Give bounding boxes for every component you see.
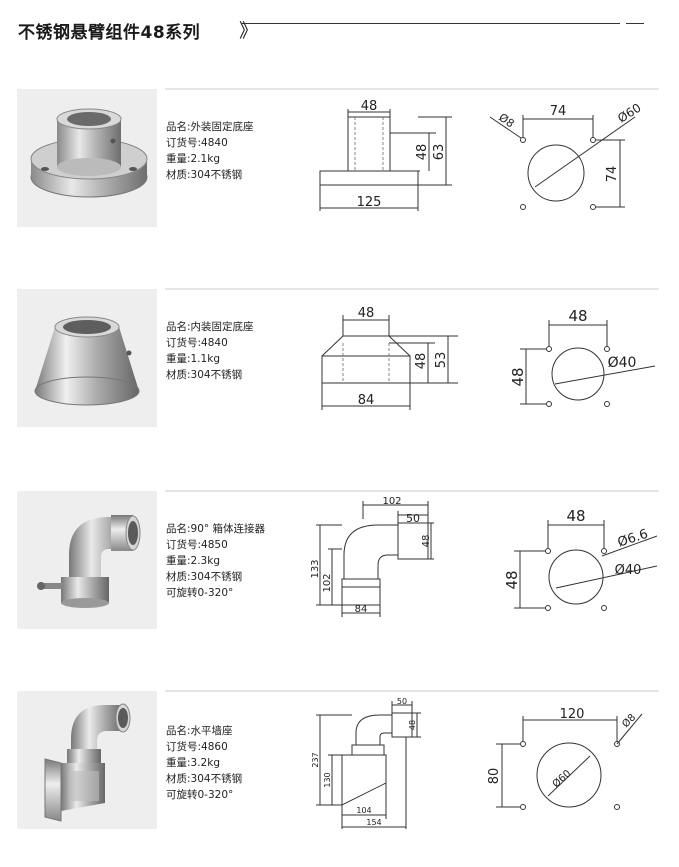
weight: 重量:2.3kg	[166, 555, 220, 567]
dim-label: 104	[356, 806, 371, 815]
product-info-2: 品名:内装固定底座 订货号:4840 重量:1.1kg 材质:304不锈钢	[166, 319, 254, 383]
dim-label: 237	[311, 752, 320, 767]
dim-label: Ø40	[608, 355, 637, 371]
section-divider	[165, 288, 659, 290]
dim-label: 63	[432, 144, 447, 161]
side-view-drawing-2: 48 48 53 84	[321, 306, 458, 410]
header-underline	[242, 23, 620, 24]
dim-label: 48	[415, 144, 430, 161]
dim-label: 80	[487, 768, 502, 785]
product-name: 品名:90° 箱体连接器	[166, 523, 265, 535]
material: 材质:304不锈钢	[166, 169, 243, 181]
weight: 重量:3.2kg	[166, 757, 220, 769]
order-number: 订货号:4840	[166, 137, 228, 149]
product-photo-internal-base	[17, 289, 157, 427]
dim-label: 48	[421, 535, 432, 548]
top-view-drawing-1: Ø8 74 Ø60 74	[489, 101, 644, 210]
weight: 重量:2.1kg	[166, 153, 220, 165]
dim-label: Ø60	[615, 101, 643, 126]
product-photo-horizontal-wall-base	[17, 691, 157, 829]
dim-label: 102	[382, 496, 401, 507]
dim-label: 48	[566, 507, 585, 525]
header-underline-end	[626, 23, 644, 24]
page-title: 不锈钢悬臂组件48系列	[18, 23, 201, 43]
dim-label: 84	[358, 393, 375, 408]
side-view-drawing-4: 50 48 237 130 104 154	[311, 697, 421, 829]
product-name: 品名:外装固定底座	[166, 121, 254, 133]
rotation: 可旋转0-320°	[166, 587, 234, 599]
product-name: 品名:水平墙座	[166, 725, 233, 737]
top-view-drawing-3: 48 Ø6.6 48 Ø40	[503, 507, 658, 611]
dim-label: 48	[568, 307, 587, 325]
product-info-1: 品名:外装固定底座 订货号:4840 重量:2.1kg 材质:304不锈钢	[166, 119, 254, 183]
section-divider	[165, 88, 659, 90]
dim-label: 50	[397, 697, 407, 706]
weight: 重量:1.1kg	[166, 353, 220, 365]
dim-label: Ø8	[496, 111, 516, 131]
dim-label: 120	[560, 707, 585, 722]
dim-label: 48	[361, 99, 378, 114]
top-view-drawing-2: 48 48 Ø40	[509, 307, 656, 407]
side-view-drawing-1: 48 48 63 125	[319, 99, 452, 211]
product-photo-external-base	[17, 89, 157, 227]
product-info-3: 品名:90° 箱体连接器 订货号:4850 重量:2.3kg 材质:304不锈钢…	[166, 521, 265, 601]
dim-label: 84	[355, 604, 368, 615]
rotation: 可旋转0-320°	[166, 789, 234, 801]
dim-label: 74	[550, 104, 567, 119]
dim-label: Ø8	[620, 712, 639, 731]
section-divider	[165, 490, 659, 492]
product-name: 品名:内装固定底座	[166, 321, 254, 333]
dim-label: 48	[509, 367, 527, 386]
material: 材质:304不锈钢	[166, 773, 243, 785]
dim-label: 74	[605, 166, 620, 183]
product-info-4: 品名:水平墙座 订货号:4860 重量:3.2kg 材质:304不锈钢 可旋转0…	[166, 723, 242, 803]
side-view-drawing-3: 102 50 48 133 102 84	[310, 496, 434, 617]
dim-label: 48	[503, 570, 521, 589]
dim-label: 133	[310, 559, 321, 578]
dim-label: 48	[358, 306, 375, 321]
dim-label: Ø40	[615, 563, 642, 578]
dim-label: 154	[366, 818, 381, 827]
order-number: 订货号:4860	[166, 741, 228, 753]
section-divider	[165, 690, 659, 692]
dim-label: 53	[434, 352, 449, 369]
dim-label: 102	[322, 573, 333, 592]
dim-label: 48	[414, 353, 429, 370]
dim-label: 125	[357, 195, 382, 210]
dim-label: Ø6.6	[616, 527, 650, 551]
dim-label: 130	[323, 772, 332, 787]
material: 材质:304不锈钢	[166, 571, 243, 583]
material: 材质:304不锈钢	[166, 369, 243, 381]
top-view-drawing-4: 120 Ø8 80 Ø60	[487, 707, 643, 810]
dim-label: 48	[408, 720, 417, 730]
dim-label: Ø60	[550, 767, 573, 790]
order-number: 订货号:4840	[166, 337, 228, 349]
dim-label: 50	[406, 512, 420, 525]
double-chevron-icon: 》	[239, 20, 259, 42]
product-photo-90-box-connector	[17, 491, 157, 629]
order-number: 订货号:4850	[166, 539, 228, 551]
